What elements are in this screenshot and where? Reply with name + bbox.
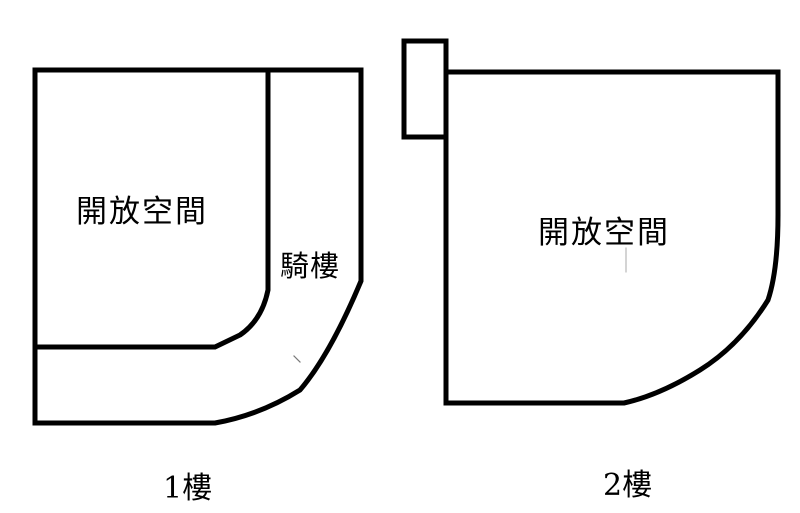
floor1-open-space-label: 開放空間 <box>76 194 208 230</box>
floor1-arcade-label: 騎樓 <box>280 249 340 283</box>
floor1-open-space-room <box>32 67 271 350</box>
floor1-plan: 開放空間 騎樓 1樓 <box>32 67 364 506</box>
floor2-floor-label: 2樓 <box>603 468 652 503</box>
floor2-plan: 開放空間 2樓 <box>401 38 781 503</box>
floor2-small-box <box>401 38 449 140</box>
floor1-floor-label: 1樓 <box>163 471 212 506</box>
floor2-outline <box>443 69 781 406</box>
floor1-tick-mark <box>293 355 301 363</box>
floor1-outline <box>32 67 364 426</box>
floor2-open-space-label: 開放空間 <box>538 215 670 251</box>
